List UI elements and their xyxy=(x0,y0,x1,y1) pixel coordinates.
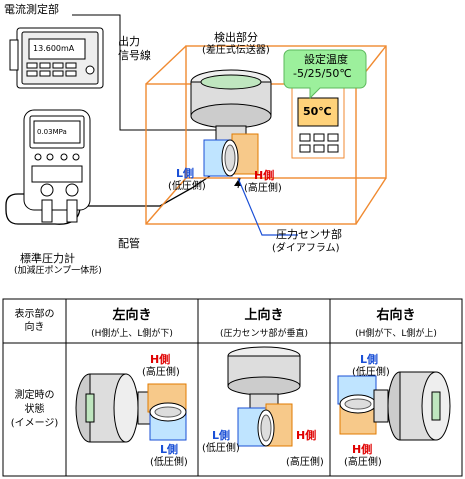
right-facing-l-label: L側 xyxy=(360,353,379,366)
chamber-display-text: 50℃ xyxy=(303,105,332,118)
table-row-label-2: 状態 xyxy=(24,403,45,415)
set-temperature-balloon xyxy=(283,49,367,100)
illustration-up-facing xyxy=(227,346,301,447)
table-row-label-3: (イメージ) xyxy=(10,417,59,429)
column-header-up: 上向き (圧力センサ部が垂直) xyxy=(198,299,330,343)
left-facing-l-sub: (低圧側) xyxy=(150,457,188,468)
h-side-label: H側 xyxy=(254,169,275,182)
illustration-left-facing xyxy=(75,373,187,443)
l-side-label: L側 xyxy=(176,167,195,180)
output-line-label-2: 信号線 xyxy=(118,49,151,62)
std-gauge-sub: (加減圧ポンプ一体形) xyxy=(14,266,102,276)
column-title-right: 右向き xyxy=(376,307,416,323)
gauge-display: 0.03MPa xyxy=(37,128,67,136)
std-gauge-label: 標準圧力計 xyxy=(20,252,75,265)
output-line-label-1: 出力 xyxy=(118,35,140,48)
sensor-sub: (ダイアフラム) xyxy=(272,243,340,254)
column-header-right: 右向き (H側が下、L側が上) xyxy=(330,299,462,343)
comparison-table-grid xyxy=(2,298,463,477)
table-row-label: 測定時の 状態 (イメージ) xyxy=(3,343,66,476)
right-facing-l-sub: (低圧側) xyxy=(352,367,390,378)
column-title-left: 左向き xyxy=(112,307,152,323)
column-sub-right: (H側が下、L側が上) xyxy=(355,328,437,339)
left-facing-h-sub: (高圧側) xyxy=(142,367,180,378)
illustration-right-facing xyxy=(337,371,451,441)
detector-sub: (差圧式伝送器) xyxy=(202,45,270,56)
table-row-label-1: 測定時の xyxy=(14,389,55,401)
up-facing-h-label: H側 xyxy=(296,429,317,442)
h-side-sub: (高圧側) xyxy=(244,183,282,194)
up-facing-l-sub: (低圧側) xyxy=(202,443,240,454)
column-header-left: 左向き (H側が上、L側が下) xyxy=(66,299,198,343)
current-meter xyxy=(9,27,104,89)
table-header-label-2: 向き xyxy=(24,322,45,333)
meter-label: 電流測定部 xyxy=(4,3,59,16)
table-header-label: 表示部の 向き xyxy=(3,299,66,343)
left-facing-h-label: H側 xyxy=(150,353,171,366)
column-title-up: 上向き xyxy=(244,307,284,323)
pipe-label: 配管 xyxy=(118,237,140,250)
table-header-label-1: 表示部の xyxy=(14,309,55,320)
set-temp-label: 設定温度 xyxy=(304,53,348,66)
sensor-label: 圧力センサ部 xyxy=(276,228,342,241)
column-sub-left: (H側が上、L側が下) xyxy=(91,328,173,339)
meter-display: 13.600mA xyxy=(33,44,75,53)
detector-label: 検出部分 xyxy=(214,31,258,44)
transmitter xyxy=(190,69,272,177)
set-temp-values: -5/25/50℃ xyxy=(293,67,352,80)
chamber-display xyxy=(297,97,339,127)
column-sub-up: (圧力センサ部が垂直) xyxy=(219,328,309,339)
up-facing-h-sub: (高圧側) xyxy=(286,457,324,468)
l-side-sub: (低圧側) xyxy=(168,181,206,192)
right-facing-h-label: H側 xyxy=(352,443,373,456)
left-facing-l-label: L側 xyxy=(160,443,179,456)
up-facing-l-label: L側 xyxy=(212,429,231,442)
standard-pressure-gauge xyxy=(23,109,91,223)
right-facing-h-sub: (高圧側) xyxy=(344,457,382,468)
